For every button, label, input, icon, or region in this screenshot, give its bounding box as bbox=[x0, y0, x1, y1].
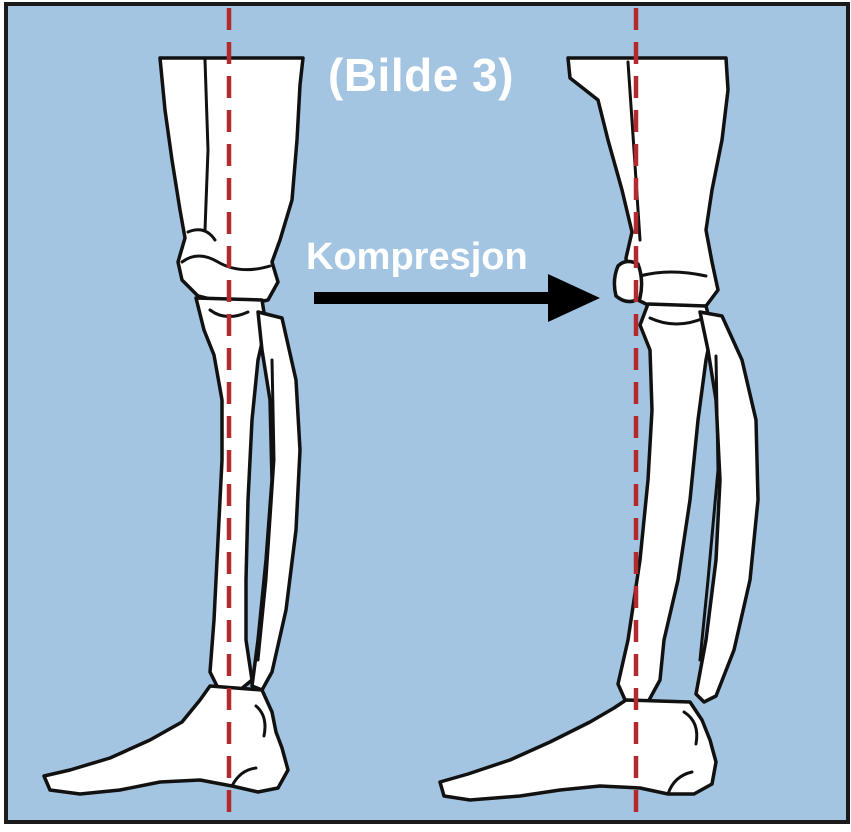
figure-title: (Bilde 3) bbox=[328, 52, 514, 98]
arrow-label: Kompresjon bbox=[306, 238, 528, 276]
